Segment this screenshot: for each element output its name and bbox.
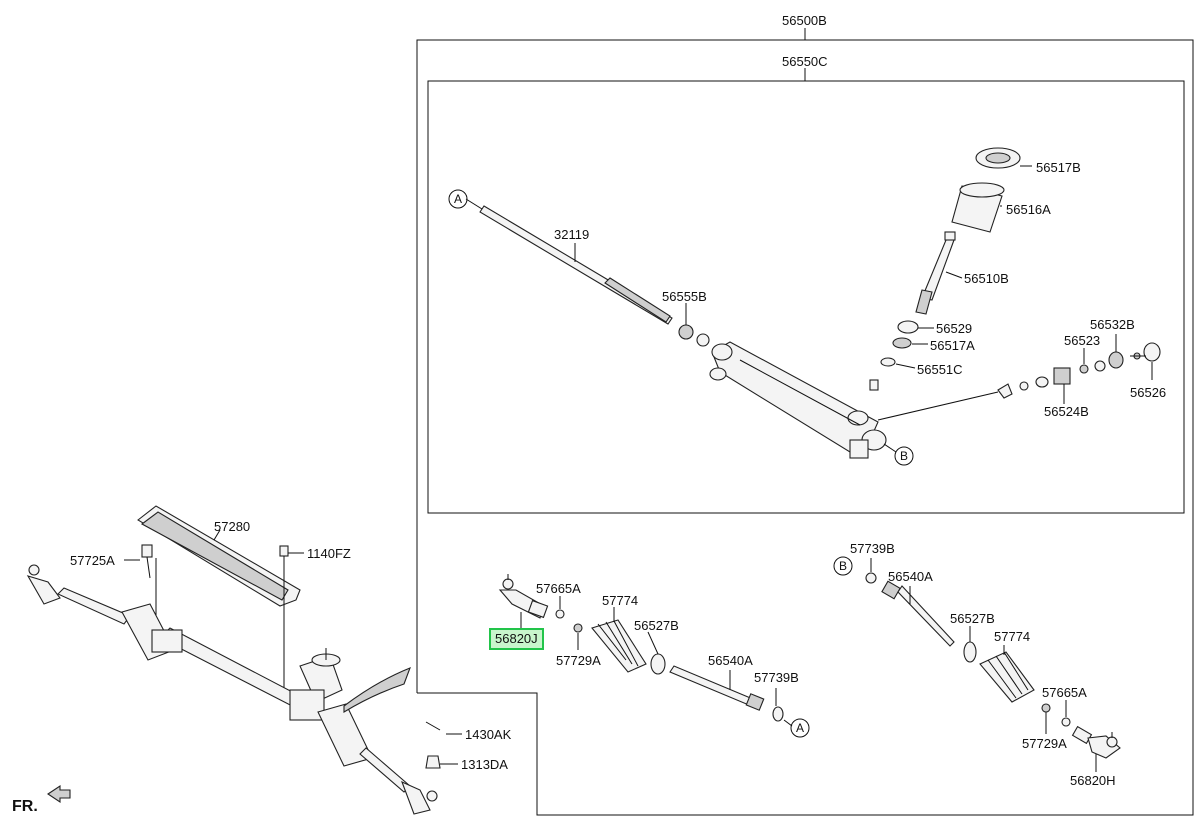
label-57739B-left: 57739B <box>754 670 799 685</box>
label-56524B: 56524B <box>1044 404 1089 419</box>
screw-56532B-part <box>1108 351 1124 369</box>
highlighted-part-56820J[interactable]: 56820J <box>489 628 544 650</box>
adjust-plug-part <box>997 383 1013 399</box>
callout-A-label: A <box>454 192 463 206</box>
label-57729A-left: 57729A <box>556 653 601 668</box>
rack-bar-part <box>465 198 673 325</box>
inner-tie-rod-left-part <box>669 665 765 711</box>
locknut-56526-part <box>1143 342 1161 362</box>
label-57665A-right: 57665A <box>1042 685 1087 700</box>
tie-rod-end-left-part <box>498 574 549 628</box>
seal-part <box>880 357 896 367</box>
callout-B-label-lower: B <box>839 559 848 573</box>
label-56550C: 56550C <box>782 54 828 69</box>
pinion-shaft-part <box>915 231 963 315</box>
callout-B-circle-lower <box>833 556 853 576</box>
callout-A-circle <box>448 189 468 209</box>
label-57280: 57280 <box>214 519 251 534</box>
label-56523: 56523 <box>1064 333 1101 348</box>
nut-57665A-left-part <box>555 609 565 619</box>
washer-57739B-right-part <box>865 572 877 584</box>
seal-56517A-part <box>892 337 912 349</box>
gear-housing-part <box>709 341 887 459</box>
label-56516A: 56516A <box>1006 202 1051 217</box>
label-1313DA: 1313DA <box>461 757 508 772</box>
front-direction-arrow <box>47 784 71 804</box>
spring-56523-part <box>1079 364 1089 374</box>
label-56529: 56529 <box>936 321 973 336</box>
label-57774-right: 57774 <box>994 629 1031 644</box>
band-56527B-left-part <box>650 653 666 675</box>
inner-tie-rod-right-part <box>881 580 955 647</box>
label-56510B: 56510B <box>964 271 1009 286</box>
label-56517B: 56517B <box>1036 160 1081 175</box>
nut-57665A-right-part <box>1061 717 1071 727</box>
ring-part <box>696 333 710 347</box>
label-56820H: 56820H <box>1070 773 1116 788</box>
label-56526: 56526 <box>1130 385 1167 400</box>
label-56555B: 56555B <box>662 289 707 304</box>
label-56540A-right: 56540A <box>888 569 933 584</box>
bearing-part <box>678 324 694 340</box>
tie-rod-end-right-part <box>1071 725 1121 772</box>
assembly-frame-56500B <box>416 39 1194 816</box>
label-57729A-right: 57729A <box>1022 736 1067 751</box>
nut-57729A-right-part <box>1041 703 1051 713</box>
label-57725A: 57725A <box>70 553 115 568</box>
label-56517A: 56517A <box>930 338 975 353</box>
front-label: FR. <box>12 798 38 815</box>
bearing-56529-part <box>897 320 919 334</box>
yoke-56524B-part <box>1053 367 1071 385</box>
label-56527B-right: 56527B <box>950 611 995 626</box>
label-57739B-right: 57739B <box>850 541 895 556</box>
label-56500B: 56500B <box>782 13 827 28</box>
callout-B-label: B <box>900 449 909 463</box>
callout-B-circle <box>894 446 914 466</box>
label-1140FZ: 1140FZ <box>307 546 351 561</box>
bellows-left-part <box>591 607 647 673</box>
full-steering-gear-assembly <box>26 505 441 815</box>
label-56540A-left: 56540A <box>708 653 753 668</box>
nut-57729A-left-part <box>573 623 583 633</box>
washer-57739B-left-part <box>772 706 784 722</box>
label-57774-left: 57774 <box>602 593 639 608</box>
subassembly-frame-56550C <box>427 80 1185 514</box>
band-56527B-right-part <box>963 641 977 663</box>
plug-part <box>869 379 879 391</box>
label-32119: 32119 <box>554 227 590 242</box>
label-56551C: 56551C <box>917 362 963 377</box>
label-56532B: 56532B <box>1090 317 1135 332</box>
label-57665A-left: 57665A <box>536 581 581 596</box>
bellows-right-part <box>979 645 1035 703</box>
label-1430AK: 1430AK <box>465 727 512 742</box>
seal-56517B-part <box>975 147 1032 169</box>
callout-A-label-lower: A <box>796 721 805 735</box>
label-56527B-left: 56527B <box>634 618 679 633</box>
callout-A-circle-lower <box>790 718 810 738</box>
cover-56516A-part <box>951 182 1005 233</box>
